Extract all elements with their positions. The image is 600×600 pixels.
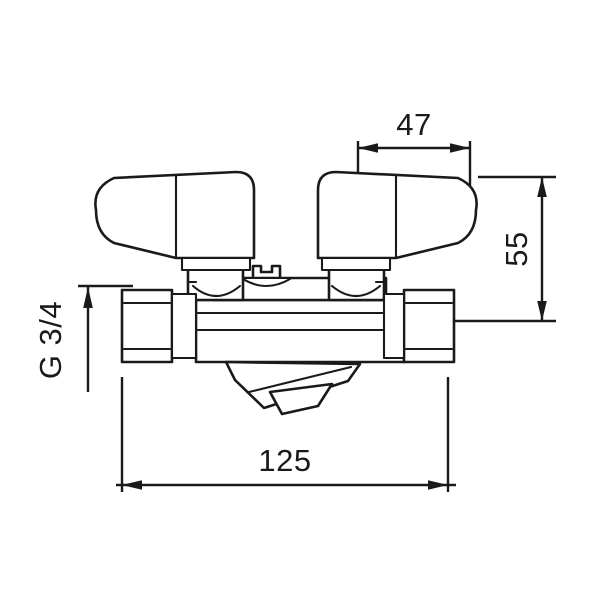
left-handle-outline [94, 170, 256, 260]
right-handle-outline [316, 170, 478, 260]
dimension-125-label: 125 [258, 443, 311, 478]
dimension-47-arrow-right [450, 143, 470, 153]
strainer [224, 360, 362, 416]
dimension-55: 55 [452, 175, 556, 323]
center-boss-base-arc [241, 277, 292, 288]
dimension-47: 47 [356, 107, 472, 196]
dimension-125-arrow-left [122, 480, 142, 490]
dimension-55-label: 55 [499, 231, 534, 266]
right-handle [316, 170, 478, 272]
right-union-nut-outline [402, 288, 456, 364]
dimension-g34: G 3/4 [33, 284, 133, 392]
right-handle-collar [320, 256, 392, 272]
left-union-nut-outline [120, 288, 174, 364]
right-union-nut-collar [382, 292, 406, 360]
dimension-47-arrow-left [358, 143, 378, 153]
left-handle [94, 170, 256, 272]
dimension-125-arrow-right [428, 480, 448, 490]
center-boss-body [251, 264, 282, 280]
right-union-nut [382, 288, 456, 364]
left-union-nut [120, 288, 198, 364]
center-boss [241, 264, 292, 288]
strainer-screen-edge [247, 365, 353, 394]
valve-assembly [94, 170, 478, 416]
left-handle-collar [180, 256, 252, 272]
dimension-125: 125 [116, 377, 456, 492]
right-valve-stem [327, 266, 386, 302]
dimension-47-label: 47 [396, 107, 431, 142]
dimension-55-arrow-bottom [537, 301, 547, 321]
strainer-cap-edge [280, 404, 320, 416]
right-stem-shoulder-arc [330, 284, 382, 298]
left-stem-shoulder-arc [191, 284, 242, 298]
dimension-55-arrow-top [537, 177, 547, 197]
dimension-g34-arrow-top [83, 287, 93, 308]
left-union-nut-collar [170, 292, 198, 360]
valve-body [194, 298, 406, 364]
dimension-g34-label: G 3/4 [33, 301, 68, 379]
